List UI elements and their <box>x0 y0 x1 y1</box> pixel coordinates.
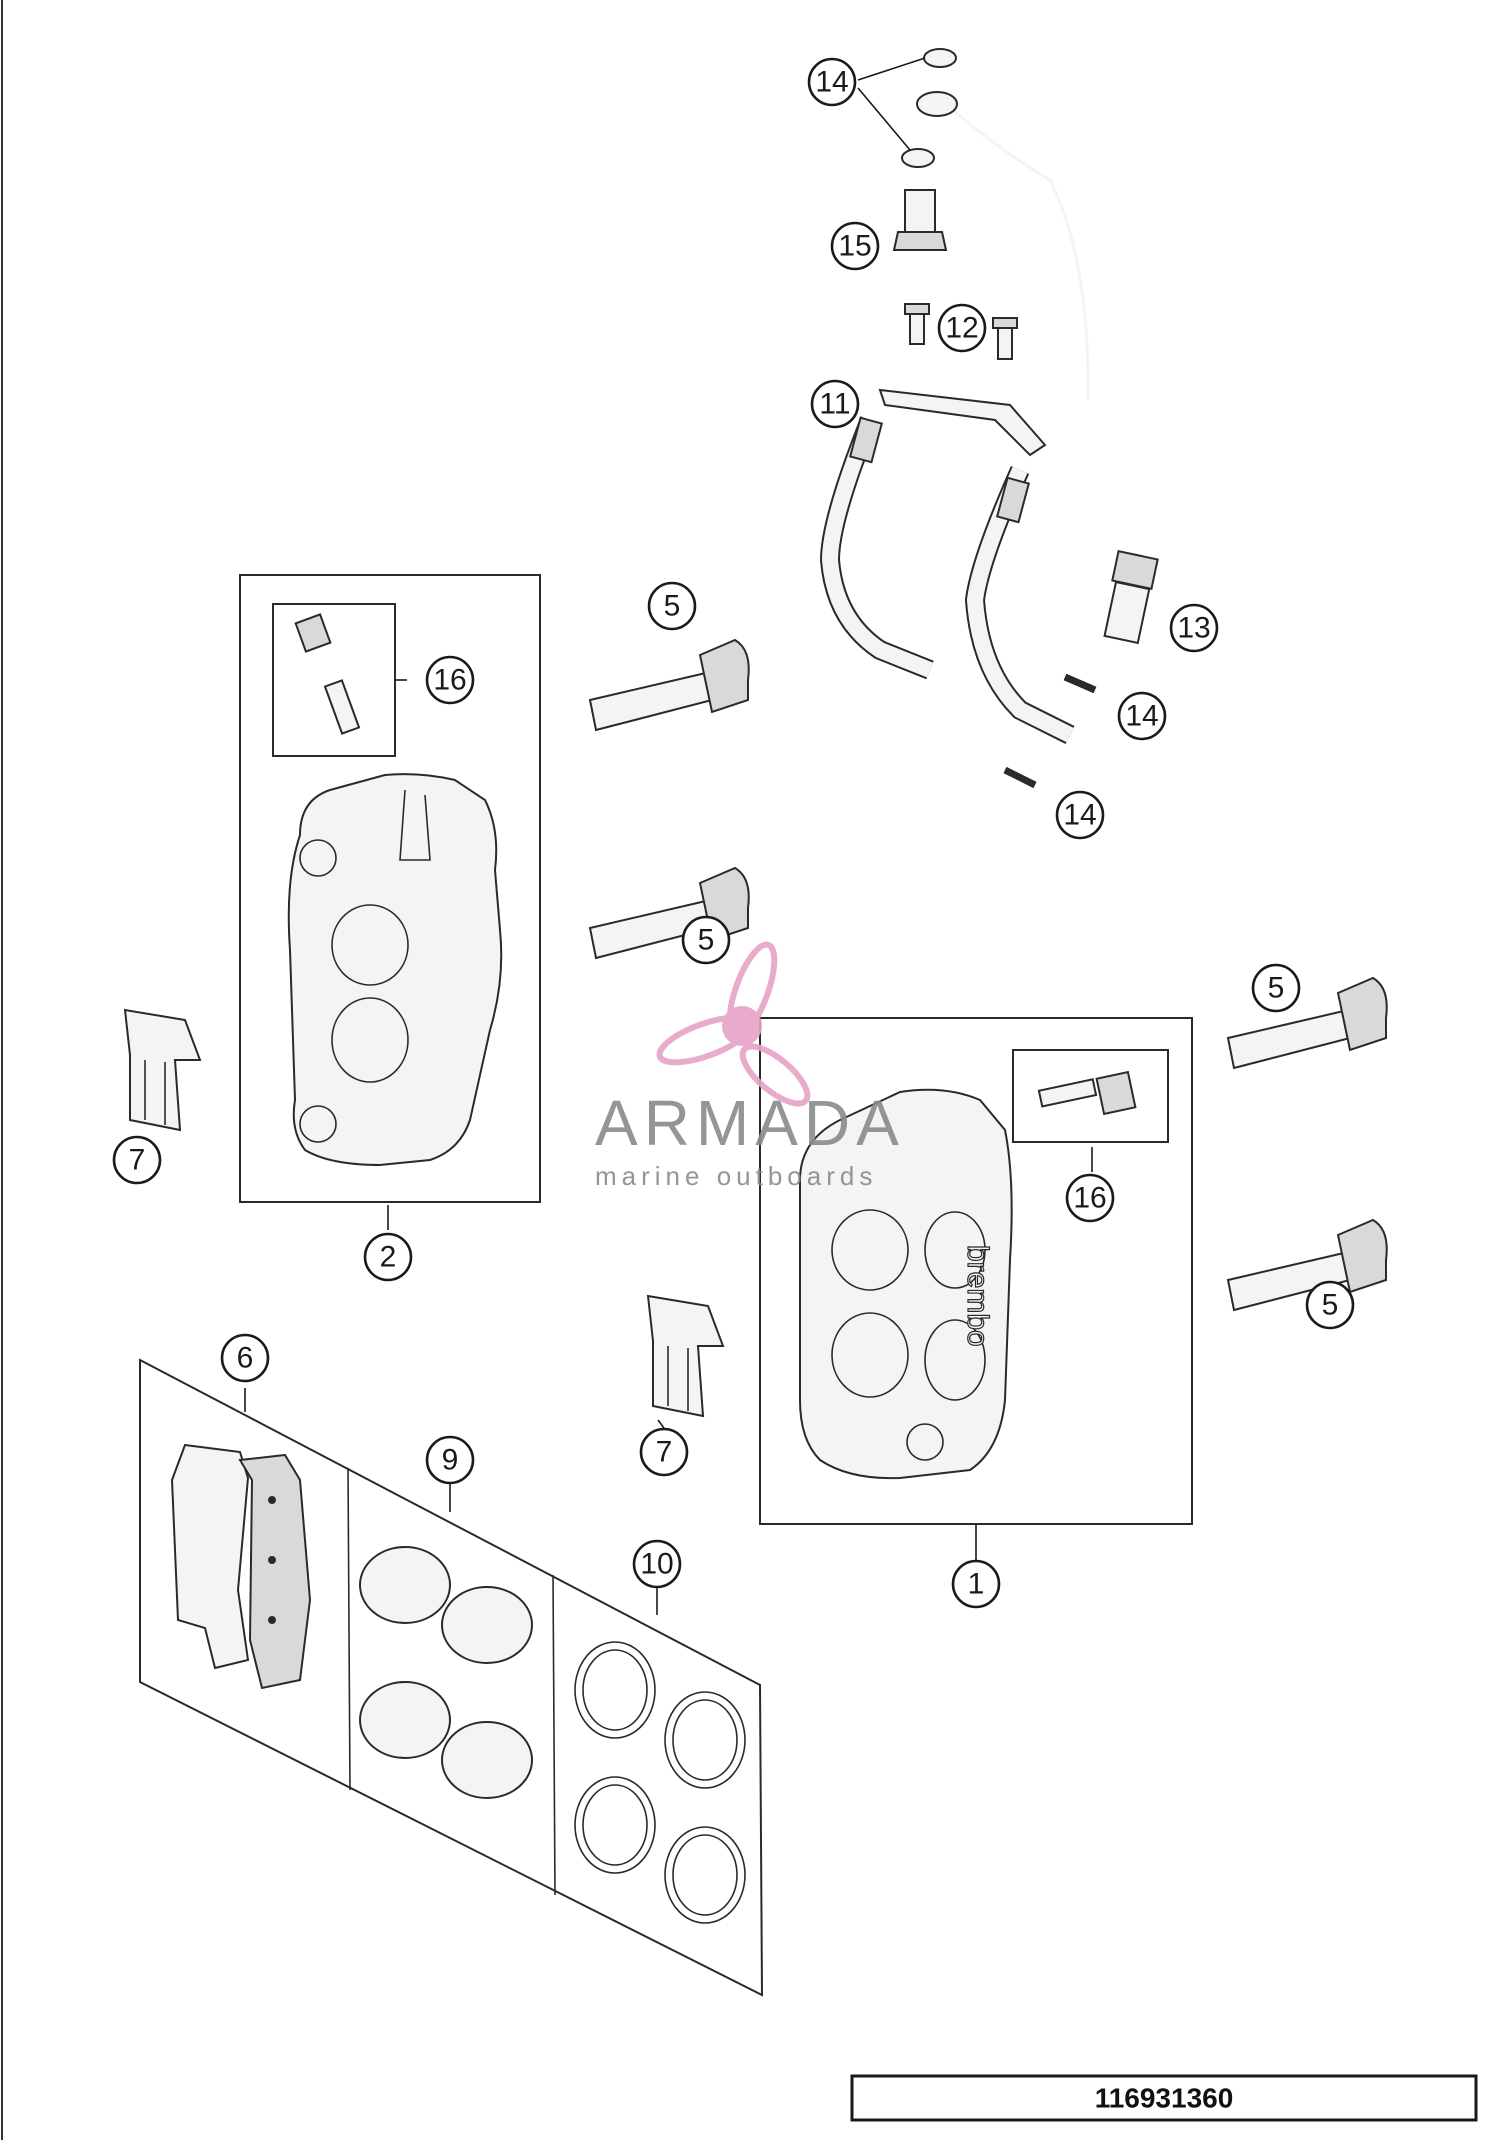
callout-7-left: 7 <box>112 1135 162 1185</box>
callout-5-right-upper-label: 5 <box>1268 972 1285 1005</box>
mounting-bolt-upper <box>588 638 750 732</box>
callout-7-right-label: 7 <box>656 1436 673 1469</box>
callout-1-label: 1 <box>968 1568 985 1601</box>
callout-16-left: 16 <box>425 655 475 705</box>
caliper-2-box <box>239 574 541 1203</box>
callout-12-label: 12 <box>945 312 978 345</box>
callout-14-low-label: 14 <box>1063 799 1096 832</box>
callout-16-right-label: 16 <box>1073 1182 1106 1215</box>
callout-5-upper: 5 <box>647 581 697 631</box>
watermark-tagline: marine outboards <box>595 1161 877 1191</box>
leader-lines <box>244 57 1093 1615</box>
bleeder-kit-right <box>1037 1070 1137 1116</box>
brake-hose-assembly <box>819 48 1159 789</box>
callout-6-label: 6 <box>237 1342 254 1375</box>
washer-lower <box>901 148 935 168</box>
caliper-brand-label: brembo <box>961 1245 994 1347</box>
callout-14-low: 14 <box>1055 790 1105 840</box>
document-number: 116931360 <box>1095 2083 1234 2114</box>
callout-16-left-label: 16 <box>433 664 466 697</box>
callout-6: 6 <box>220 1333 270 1383</box>
callout-13-label: 13 <box>1177 612 1210 645</box>
callout-5-right-upper: 5 <box>1251 963 1301 1013</box>
bleeder-kit-left <box>294 613 361 735</box>
callout-16-right: 16 <box>1065 1173 1115 1223</box>
callout-5-right-lower-label: 5 <box>1322 1289 1339 1322</box>
bleeder-kit-box-left <box>272 603 396 757</box>
callout-15: 15 <box>830 221 880 271</box>
hose-bracket <box>878 388 1047 457</box>
callout-14-top-label: 14 <box>815 66 848 99</box>
panel-divider-2 <box>552 1574 556 1896</box>
callout-14-mid-label: 14 <box>1125 700 1158 733</box>
callout-12: 12 <box>937 303 987 353</box>
callout-5-right-lower: 5 <box>1305 1280 1355 1330</box>
caliper-left <box>287 773 503 1167</box>
callout-5-lower: 5 <box>681 915 731 965</box>
callout-7-right: 7 <box>639 1427 689 1477</box>
callout-11-label: 11 <box>819 388 850 421</box>
piston-seals <box>574 1641 746 1924</box>
pad-spring-left <box>123 1008 202 1132</box>
panel-divider-1 <box>347 1467 351 1791</box>
pistons <box>359 1546 533 1799</box>
mounting-bolt-right-lower <box>1226 1218 1388 1312</box>
callout-14-top: 14 <box>807 57 857 107</box>
callout-15-label: 15 <box>838 230 871 263</box>
banjo-fitting <box>916 91 958 117</box>
caliper-right: brembo <box>799 1088 1013 1480</box>
document-number-box <box>850 2074 1478 2122</box>
pad-spring-right <box>646 1294 725 1418</box>
bleeder-kit-box-right <box>1012 1049 1169 1143</box>
brake-pads <box>170 1443 312 1690</box>
callout-9-label: 9 <box>442 1444 459 1477</box>
callout-2: 2 <box>363 1232 413 1282</box>
watermark-brand: ARMADA <box>595 1087 905 1159</box>
callout-9: 9 <box>425 1435 475 1485</box>
banjo-bolt <box>904 189 936 233</box>
document-number-block: 116931360 <box>850 2074 1478 2122</box>
callout-5-upper-label: 5 <box>664 590 681 623</box>
callout-11: 11 <box>810 379 860 429</box>
screw-a <box>909 309 925 345</box>
screw-b <box>997 324 1013 360</box>
callout-2-label: 2 <box>380 1241 397 1274</box>
callout-10-label: 10 <box>640 1548 673 1581</box>
callout-5-lower-label: 5 <box>698 924 715 957</box>
propeller-logo-icon <box>656 941 811 1107</box>
callout-13: 13 <box>1169 603 1219 653</box>
callout-10: 10 <box>632 1539 682 1589</box>
callout-14-mid: 14 <box>1117 691 1167 741</box>
watermark: ARMADA marine outboards <box>595 941 905 1191</box>
washer-top <box>923 48 957 68</box>
callout-7-left-label: 7 <box>129 1144 146 1177</box>
mounting-bolt-right-upper <box>1226 976 1388 1070</box>
callout-1: 1 <box>951 1559 1001 1609</box>
